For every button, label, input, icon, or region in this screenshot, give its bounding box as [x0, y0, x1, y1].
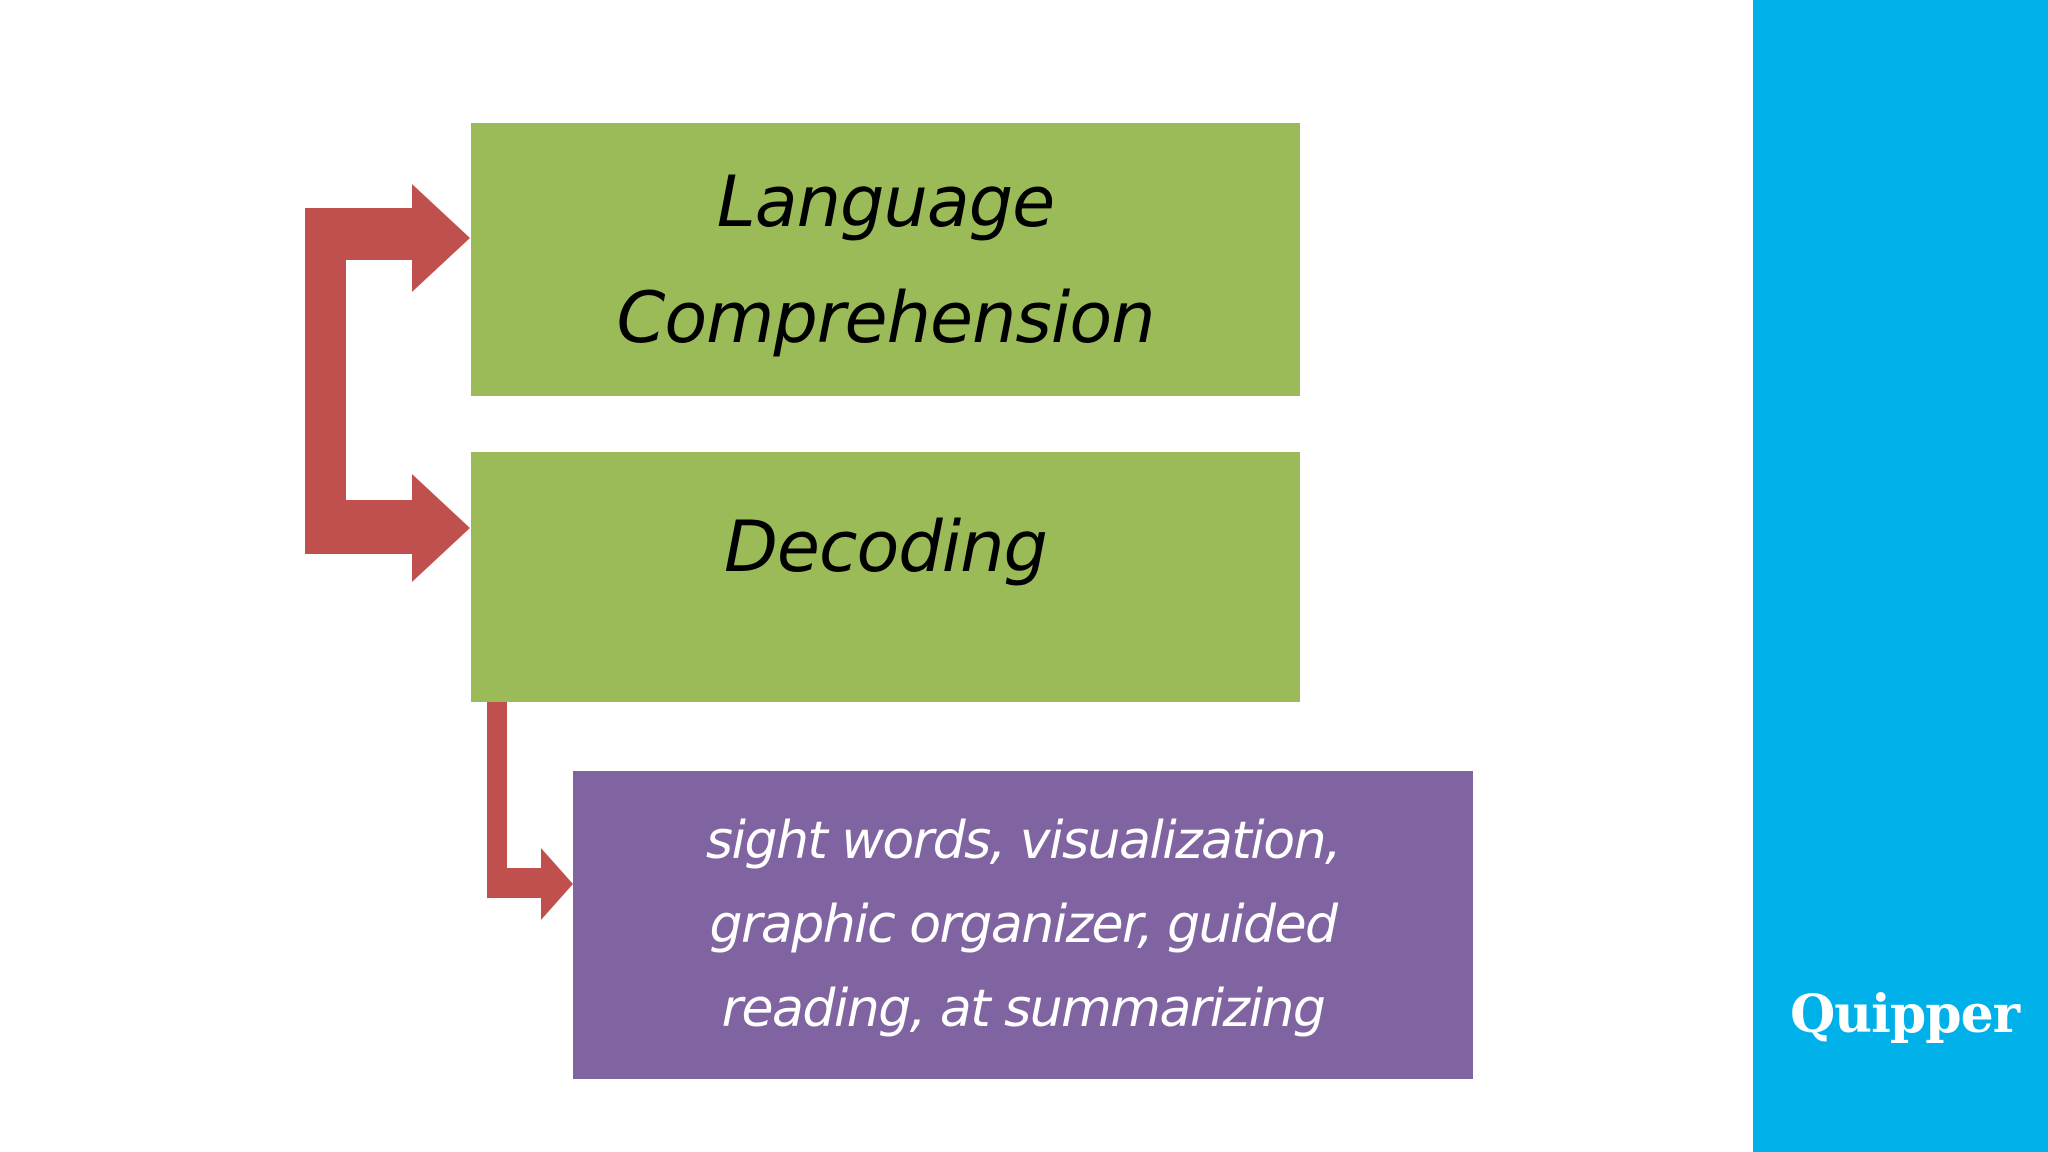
strategies-box: sight words, visualization, graphic orga…	[573, 771, 1473, 1079]
quipper-logo: Quipper	[1790, 984, 2020, 1045]
decoding-to-strategies-arrow	[487, 702, 573, 920]
decoding-label: Decoding	[724, 506, 1048, 588]
strategies-label: sight words, visualization, graphic orga…	[705, 811, 1342, 1039]
decoding-box: Decoding	[471, 452, 1300, 702]
brand-sidebar	[1753, 0, 2048, 1152]
bracket-arrow	[305, 184, 470, 582]
language-comprehension-label: Language Comprehension	[616, 160, 1155, 359]
language-comprehension-box: Language Comprehension	[471, 123, 1300, 396]
